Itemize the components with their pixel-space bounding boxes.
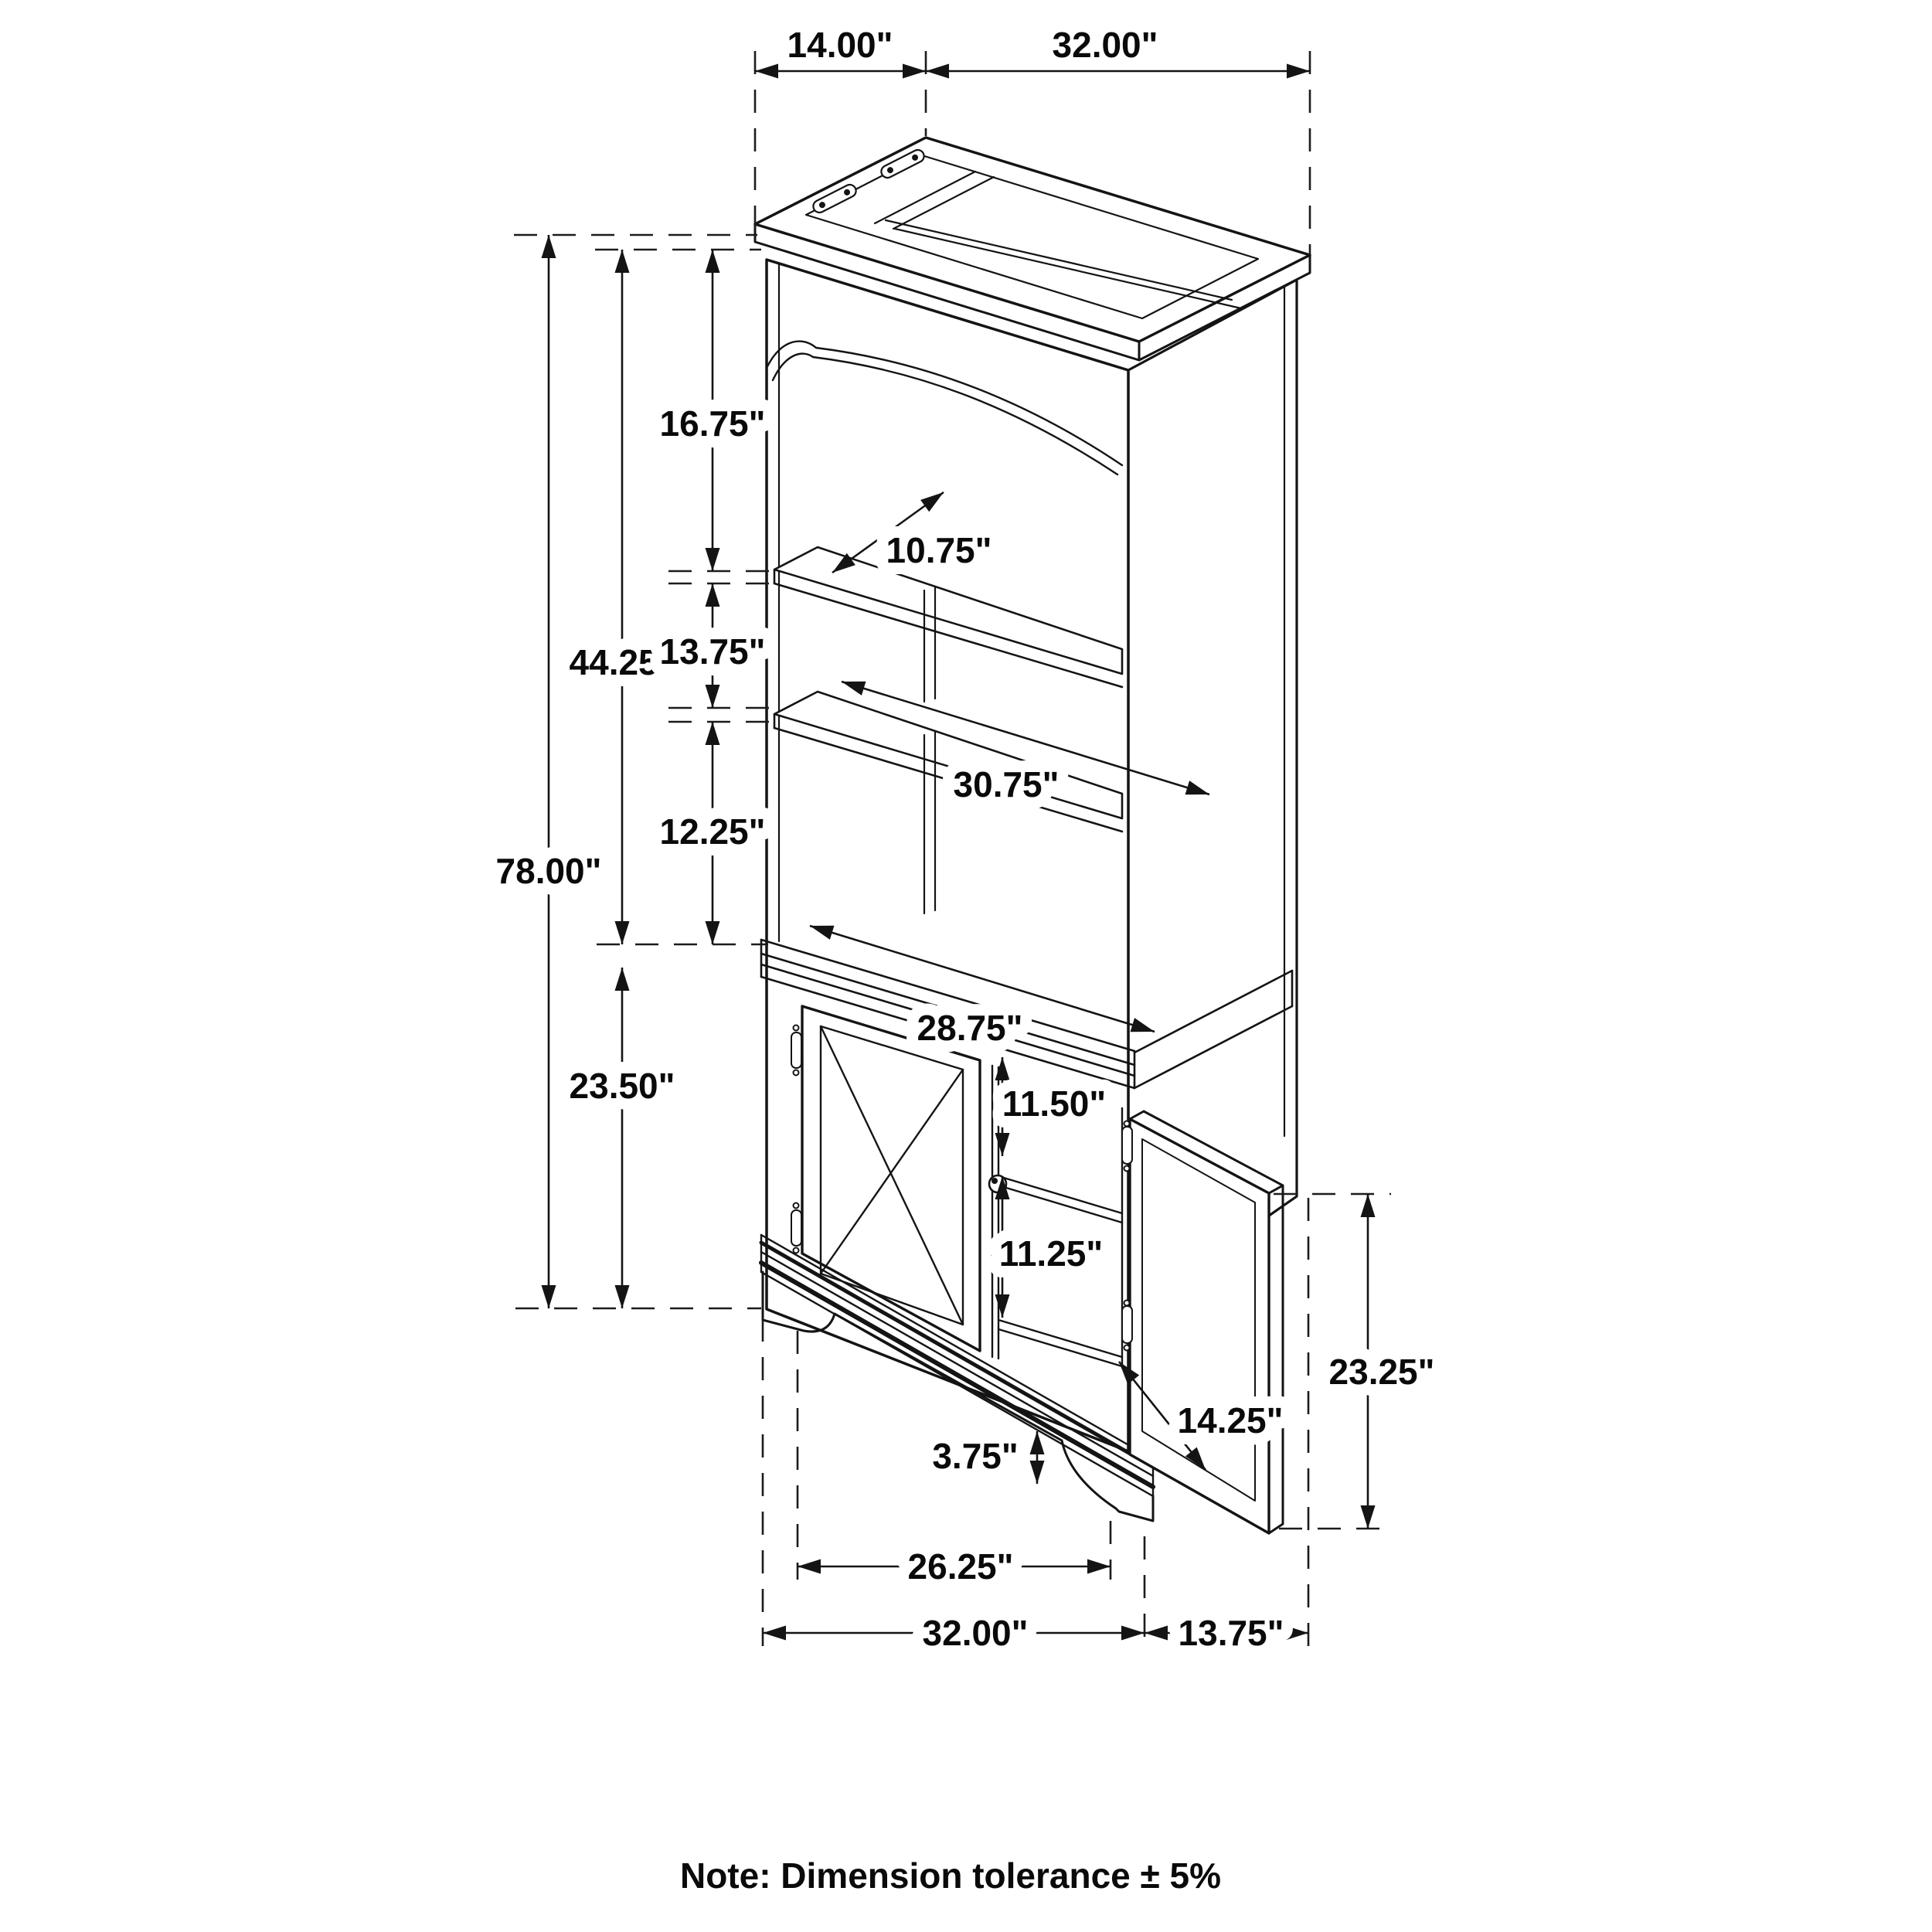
screw-plate [880, 148, 925, 179]
waist-moulding [760, 938, 1294, 1090]
dimension-top-depth: 14.00" [755, 25, 926, 79]
dimension-label-lower-section: 23.50" [570, 1066, 675, 1106]
door-hinge [791, 1024, 802, 1254]
dashed-guides [514, 51, 1391, 1646]
dimension-label-total-height: 78.00" [496, 851, 602, 891]
dimension-base-inner-width: 26.25"26.25" [798, 1535, 1111, 1598]
dimension-label-base-inner-width: 26.25" [908, 1546, 1014, 1587]
dimension-lower-section: 23.50"23.50" [558, 968, 686, 1308]
dimension-label-cabinet-open-upper: 11.50" [1002, 1083, 1106, 1124]
shelf-back-supports [923, 586, 937, 915]
dimension-label-door-width: 14.25" [1178, 1400, 1284, 1440]
base-moulding [759, 1233, 1155, 1498]
dimension-label-top-depth: 14.00" [787, 25, 893, 65]
dimension-label-shelf-depth: 10.75" [886, 530, 992, 570]
dimension-label-upper-section: 44.25" [570, 642, 675, 682]
arched-apron [765, 340, 1124, 476]
dimension-label-deck-width: 28.75" [917, 1008, 1023, 1048]
tolerance-note: Note: Dimension tolerance ± 5% [680, 1855, 1221, 1896]
open-door-hinge [1121, 1120, 1133, 1352]
dimension-shelf-opening-low: 12.25"12.25" [648, 722, 777, 944]
dimension-total-height: 78.00"78.00" [485, 235, 613, 1308]
dimension-base-width: 32.00"32.00" [763, 1601, 1145, 1665]
top-slab [753, 136, 1311, 362]
plinth-bracket-feet [761, 1270, 1155, 1522]
dimension-label-top-width: 32.00" [1053, 25, 1158, 65]
screw-plate [812, 183, 857, 214]
dimension-label-door-height: 23.25" [1329, 1352, 1435, 1392]
cabinet-drawing [753, 136, 1311, 1535]
shelf-2 [773, 690, 1124, 833]
dimension-label-base-width: 32.00" [923, 1613, 1029, 1653]
dimension-label-interior-width: 30.75" [954, 764, 1060, 804]
dimension-label-cabinet-open-lower: 11.25" [999, 1233, 1103, 1274]
dimension-top-width: 32.00" [926, 25, 1310, 79]
dimension-label-base-side-depth: 13.75" [1179, 1613, 1284, 1653]
dimension-label-upper-opening: 16.75" [660, 403, 766, 444]
dimension-label-shelf-opening-mid: 13.75" [660, 631, 766, 672]
dimension-label-plinth-height: 3.75" [932, 1436, 1018, 1476]
open-door [1128, 1110, 1284, 1535]
dimension-door-height: 23.25"23.25" [1318, 1194, 1446, 1529]
dimension-label-shelf-opening-low: 12.25" [660, 811, 766, 852]
x-brace-door [801, 1005, 981, 1352]
dimension-base-side-depth: 13.75"13.75" [1145, 1601, 1308, 1665]
shelf-1 [773, 546, 1124, 689]
dimension-upper-opening: 16.75"16.75" [648, 250, 777, 571]
dimension-shelf-opening-mid: 13.75"13.75" [648, 583, 777, 708]
dimension-plinth-height: 3.75"3.75" [920, 1424, 1045, 1488]
